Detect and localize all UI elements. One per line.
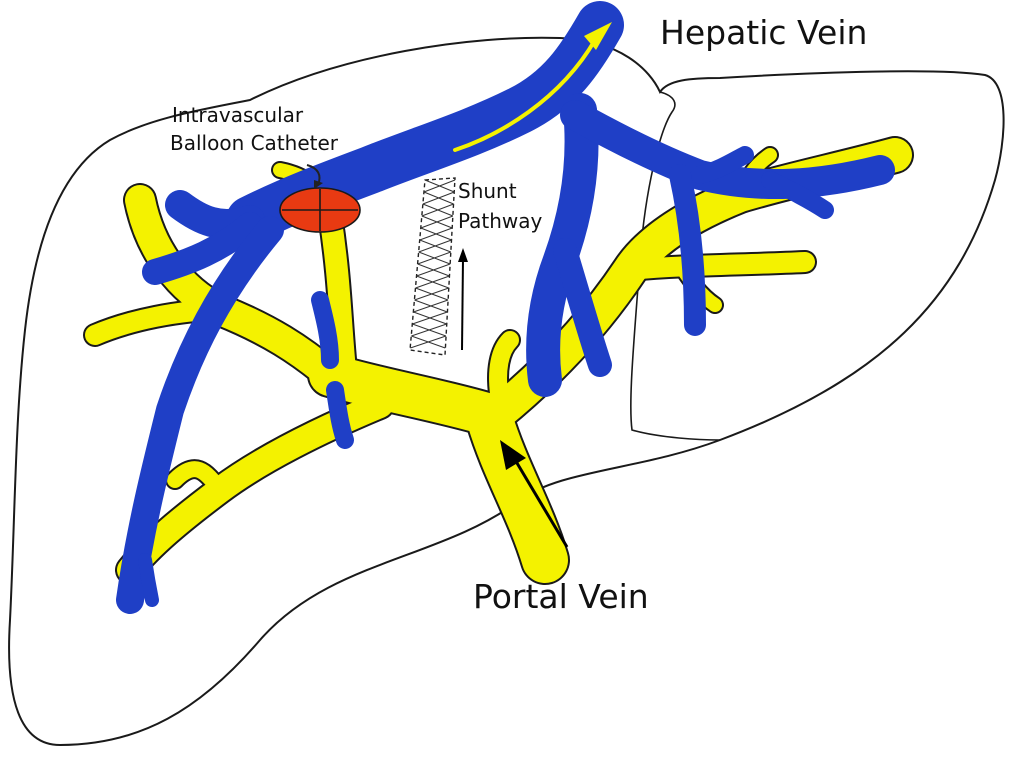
balloon-catheter-icon [280, 188, 360, 232]
balloon-label-line1: Intravascular [172, 103, 304, 127]
shunt-label-line1: Shunt [458, 179, 517, 203]
shunt-label-line2: Pathway [458, 209, 543, 233]
hepatic-vein-label: Hepatic Vein [660, 13, 867, 52]
portal-vein-label: Portal Vein [473, 577, 649, 616]
balloon-label-line2: Balloon Catheter [170, 131, 339, 155]
